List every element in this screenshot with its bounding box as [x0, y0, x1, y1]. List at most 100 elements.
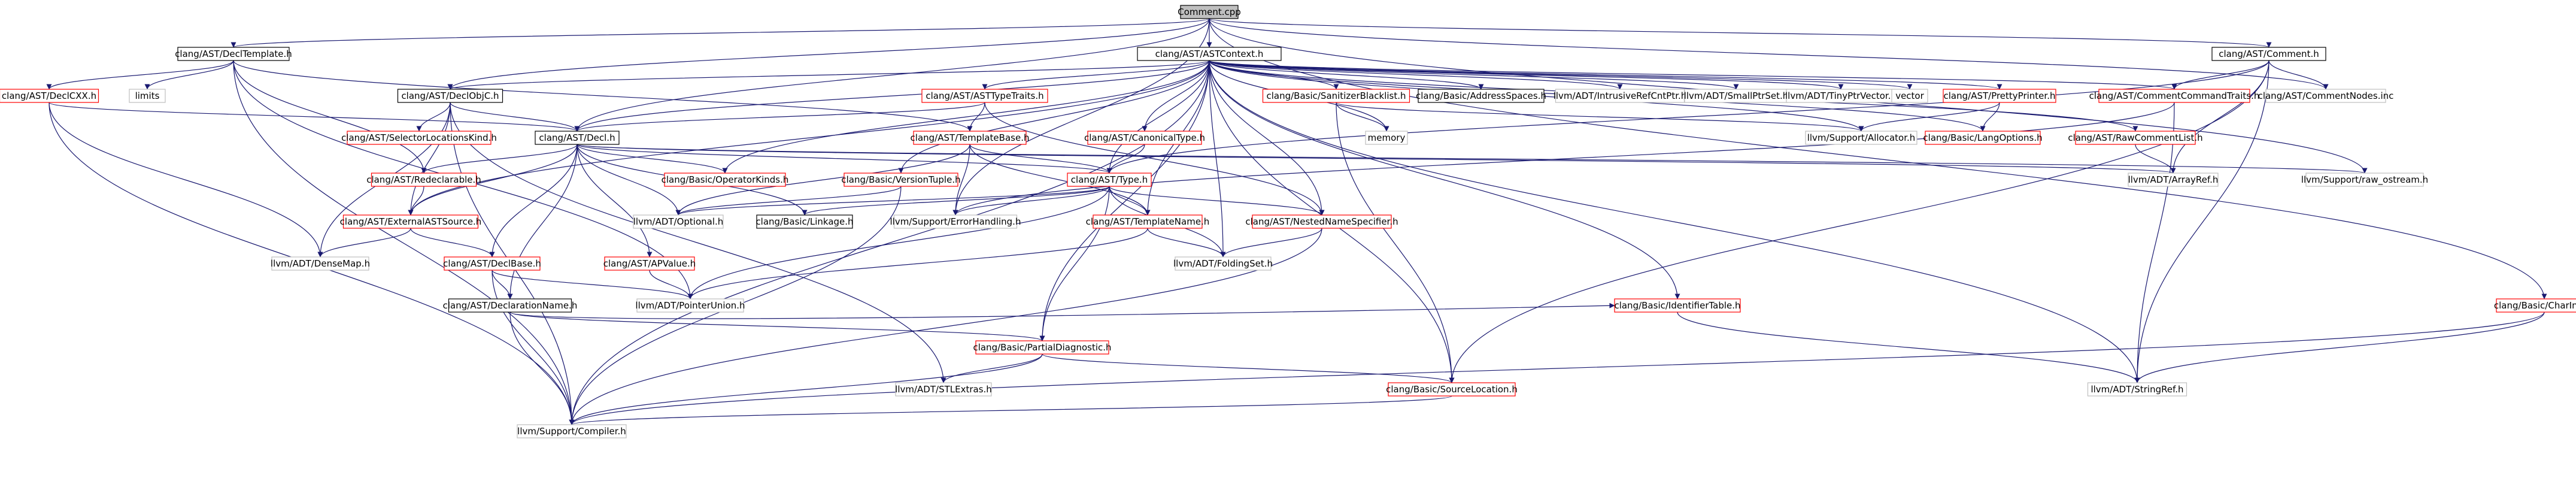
edge-comment_h-to-commentcommandtraits — [2171, 60, 2269, 90]
node-identifiertable[interactable]: clang/Basic/IdentifierTable.h — [1614, 298, 1741, 313]
node-label: clang/AST/Type.h — [1071, 174, 1148, 185]
node-label: clang/Basic/LangOptions.h — [1923, 132, 2042, 143]
edge-astcontext-to-stringref — [1209, 60, 2140, 383]
edge-rawcommentlist-to-arrayref — [2135, 144, 2176, 174]
nodes-layer: Comment.cpp clang/AST/DeclTemplate.h clang… — [0, 5, 2576, 438]
node-declobjc[interactable]: clang/AST/DeclObjC.h — [397, 89, 503, 103]
node-box — [664, 173, 786, 187]
node-compiler[interactable]: llvm/Support/Compiler.h — [517, 424, 627, 438]
node-box — [517, 424, 627, 438]
node-memory[interactable]: memory — [1365, 131, 1408, 145]
node-rawostream[interactable]: llvm/Support/raw_ostream.h — [2301, 173, 2428, 187]
node-redeclarable[interactable]: clang/AST/Redeclarable.h — [366, 173, 481, 187]
node-charinfo[interactable]: clang/Basic/CharInfo.h — [2494, 298, 2576, 313]
node-tinyptrvector[interactable]: llvm/ADT/TinyPtrVector.h — [1785, 89, 1897, 103]
node-box — [844, 173, 958, 187]
node-partialdiagnostic[interactable]: clang/Basic/PartialDiagnostic.h — [973, 340, 1112, 355]
node-linkage[interactable]: clang/Basic/Linkage.h — [755, 214, 854, 229]
node-astcontext[interactable]: clang/AST/ASTContext.h — [1137, 47, 1282, 61]
node-label: llvm/ADT/PointerUnion.h — [635, 300, 745, 311]
node-comment-cpp[interactable]: Comment.cpp — [1178, 5, 1241, 19]
node-label: clang/Basic/VersionTuple.h — [841, 174, 960, 185]
edge-templatebase-to-type_h — [969, 144, 1112, 174]
node-foldingset[interactable]: llvm/ADT/FoldingSet.h — [1173, 256, 1273, 271]
node-allocator[interactable]: llvm/Support/Allocator.h — [1805, 131, 1917, 145]
node-decl-h[interactable]: clang/AST/Decl.h — [535, 131, 620, 145]
edge-templatename-to-pointerunion — [687, 228, 1148, 300]
edge-type_h-to-pointerunion — [687, 186, 1110, 300]
node-optional[interactable]: llvm/ADT/Optional.h — [633, 214, 724, 229]
node-label: clang/AST/PrettyPrinter.h — [1944, 90, 2056, 101]
node-label: clang/AST/CommentCommandTraits.h — [2089, 90, 2260, 101]
node-arrayref[interactable]: llvm/ADT/ArrayRef.h — [2128, 173, 2219, 187]
node-pointerunion[interactable]: llvm/ADT/PointerUnion.h — [635, 298, 745, 313]
node-externalastsource[interactable]: clang/AST/ExternalASTSource.h — [340, 214, 482, 229]
edge-commentcommandtraits-to-stringref — [2134, 102, 2175, 383]
node-comment-h[interactable]: clang/AST/Comment.h — [2211, 47, 2326, 61]
edge-declbase-to-declarationname — [491, 270, 513, 300]
node-apvalue[interactable]: clang/AST/APValue.h — [603, 256, 696, 271]
node-type-h[interactable]: clang/AST/Type.h — [1067, 173, 1152, 187]
node-stringref[interactable]: llvm/ADT/StringRef.h — [2087, 382, 2187, 397]
node-addressspaces[interactable]: clang/Basic/AddressSpaces.h — [1416, 89, 1546, 103]
node-label: clang/AST/ASTTypeTraits.h — [926, 90, 1043, 101]
node-declarationname[interactable]: clang/AST/DeclarationName.h — [443, 298, 578, 313]
node-box — [347, 131, 491, 145]
node-intrusiverefcntptr[interactable]: llvm/ADT/IntrusiveRefCntPtr.h — [1554, 89, 1687, 103]
node-limits[interactable]: limits — [129, 89, 166, 103]
node-operatorkinds[interactable]: clang/Basic/OperatorKinds.h — [662, 173, 789, 187]
edge-astcontext-to-addressspaces — [1209, 60, 1484, 90]
edge-charinfo-to-compiler — [569, 311, 2545, 425]
node-box — [2098, 89, 2250, 103]
node-declcxx[interactable]: clang/AST/DeclCXX.h — [0, 89, 99, 103]
node-label: clang/Basic/AddressSpaces.h — [1416, 90, 1546, 101]
node-label: llvm/Support/Compiler.h — [517, 426, 626, 437]
node-vector[interactable]: vector — [1891, 89, 1928, 103]
node-asttypetraits[interactable]: clang/AST/ASTTypeTraits.h — [921, 89, 1048, 103]
node-rawcommentlist[interactable]: clang/AST/RawCommentList.h — [2068, 131, 2203, 145]
node-box — [1252, 214, 1392, 229]
node-label: llvm/ADT/FoldingSet.h — [1173, 258, 1273, 269]
edge-astcontext-to-decl_h — [574, 60, 1210, 132]
node-decltemplate[interactable]: clang/AST/DeclTemplate.h — [175, 47, 292, 61]
edge-astcontext-to-operatorkinds — [722, 60, 1210, 174]
edge-declobjc-to-selectorlocationskind — [416, 102, 451, 132]
node-box — [1067, 173, 1152, 187]
node-label: llvm/Support/raw_ostream.h — [2301, 174, 2428, 186]
edge-decl_h-to-operatorkinds — [577, 144, 728, 174]
node-selectorlocationskind[interactable]: clang/AST/SelectorLocationsKind.h — [341, 131, 497, 145]
node-stlextras[interactable]: llvm/ADT/STLExtras.h — [895, 382, 992, 397]
node-versiontuple[interactable]: clang/Basic/VersionTuple.h — [841, 173, 961, 187]
edge-decl_h-to-redeclarable — [421, 144, 578, 174]
edge-astcontext-to-partialdiagnostic — [1039, 60, 1210, 341]
edge-asttypetraits-to-decl_h — [574, 102, 985, 132]
node-commentnodes[interactable]: clang/AST/CommentNodes.inc — [2258, 89, 2394, 103]
node-langoptions[interactable]: clang/Basic/LangOptions.h — [1923, 131, 2043, 145]
node-box — [975, 340, 1109, 355]
node-label: llvm/ADT/IntrusiveRefCntPtr.h — [1554, 90, 1687, 101]
node-label: llvm/ADT/STLExtras.h — [895, 384, 992, 395]
node-commentcommandtraits[interactable]: clang/AST/CommentCommandTraits.h — [2089, 89, 2260, 103]
node-densemap[interactable]: llvm/ADT/DenseMap.h — [271, 256, 370, 271]
edge-comment_h-to-sourcelocation — [1449, 60, 2269, 383]
node-templatename[interactable]: clang/AST/TemplateName.h — [1086, 214, 1210, 229]
edge-astcontext-to-identifiertable — [1209, 60, 1680, 300]
node-declbase[interactable]: clang/AST/DeclBase.h — [443, 256, 541, 271]
edge-declobjc-to-stlextras — [450, 102, 946, 383]
node-sanitizerblacklist[interactable]: clang/Basic/SanitizerBlacklist.h — [1262, 89, 1410, 103]
node-smallptrset[interactable]: llvm/ADT/SmallPtrSet.h — [1684, 89, 1789, 103]
node-prettyprinter[interactable]: clang/AST/PrettyPrinter.h — [1943, 89, 2056, 103]
edge-templatebase-to-optional — [675, 144, 970, 216]
node-box — [0, 89, 99, 103]
node-errorhandling[interactable]: llvm/Support/ErrorHandling.h — [890, 214, 1021, 229]
node-canonicaltype[interactable]: clang/AST/CanonicalType.h — [1084, 131, 1205, 145]
node-box — [1175, 256, 1272, 271]
node-templatebase[interactable]: clang/AST/TemplateBase.h — [911, 131, 1030, 145]
node-sourcelocation[interactable]: clang/Basic/SourceLocation.h — [1386, 382, 1518, 397]
edge-astcontext-to-asttypetraits — [982, 60, 1210, 90]
edge-astcontext-to-externalastsource — [408, 60, 1210, 216]
node-nestednamespecifier[interactable]: clang/AST/NestedNameSpecifier.h — [1245, 214, 1398, 229]
edge-identifiertable-to-stringref — [1677, 311, 2140, 383]
edge-prettyprinter-to-allocator — [1858, 102, 2000, 132]
node-box — [1418, 89, 1545, 103]
